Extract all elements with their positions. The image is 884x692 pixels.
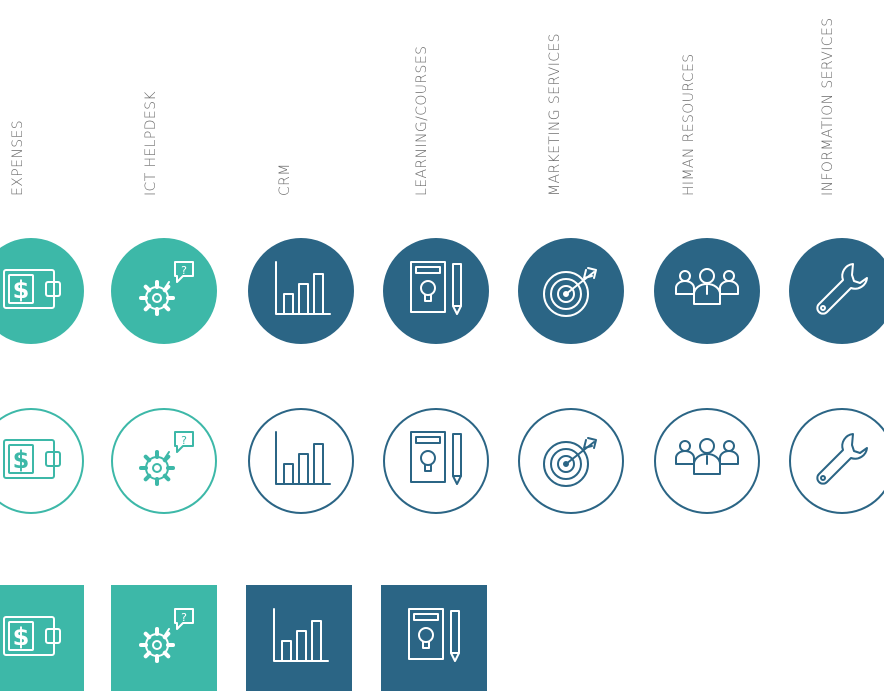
label-information-services: INFORMATION SERVICES bbox=[820, 0, 840, 200]
label-ict-helpdesk: ICT HELPDESK bbox=[143, 0, 163, 200]
outline-tile-target-arrow[interactable] bbox=[518, 408, 624, 514]
outline-tile-idea-notebook[interactable] bbox=[383, 408, 489, 514]
svg-text:$: $ bbox=[13, 276, 30, 304]
svg-text:$: $ bbox=[13, 623, 30, 651]
svg-text:?: ? bbox=[181, 264, 187, 277]
bar-chart-icon bbox=[266, 254, 336, 329]
wallet-dollar-icon: $ bbox=[0, 254, 66, 329]
outline-tile-bar-chart[interactable] bbox=[248, 408, 354, 514]
wallet-dollar-icon: $ bbox=[0, 601, 66, 676]
svg-text:$: $ bbox=[13, 446, 30, 474]
filled-tile-bar-chart[interactable] bbox=[248, 238, 354, 344]
filled-tile-wrench[interactable] bbox=[789, 238, 884, 344]
filled-tile-idea-notebook[interactable] bbox=[383, 238, 489, 344]
filled-tile-wallet-dollar[interactable]: $ bbox=[0, 238, 84, 344]
bar-chart-icon bbox=[266, 424, 336, 499]
square-tile-idea-notebook[interactable] bbox=[381, 585, 487, 691]
idea-notebook-icon bbox=[399, 601, 469, 676]
team-people-icon bbox=[672, 424, 742, 499]
target-arrow-icon bbox=[536, 254, 606, 329]
wrench-icon bbox=[807, 424, 877, 499]
label-expenses: EXPENSES bbox=[10, 0, 30, 200]
label-crm: CRM bbox=[277, 0, 297, 200]
square-tile-wallet-dollar[interactable]: $ bbox=[0, 585, 84, 691]
wrench-icon bbox=[807, 254, 877, 329]
gear-question-icon: ? bbox=[129, 254, 199, 329]
square-tile-gear-question[interactable]: ? bbox=[111, 585, 217, 691]
svg-text:?: ? bbox=[181, 434, 187, 447]
label-marketing-services: MARKETING SERVICES bbox=[547, 0, 567, 200]
category-label-text: INFORMATION SERVICES bbox=[820, 17, 836, 196]
idea-notebook-icon bbox=[401, 254, 471, 329]
category-label-text: EXPENSES bbox=[10, 119, 26, 196]
filled-tile-target-arrow[interactable] bbox=[518, 238, 624, 344]
svg-text:?: ? bbox=[181, 611, 187, 624]
bar-chart-icon bbox=[264, 601, 334, 676]
category-label-text: LEARNING/COURSES bbox=[414, 45, 430, 196]
target-arrow-icon bbox=[536, 424, 606, 499]
category-label-text: ICT HELPDESK bbox=[143, 90, 159, 196]
team-people-icon bbox=[672, 254, 742, 329]
idea-notebook-icon bbox=[401, 424, 471, 499]
gear-question-icon: ? bbox=[129, 424, 199, 499]
outline-tile-wrench[interactable] bbox=[789, 408, 884, 514]
label-himan-resources: HIMAN RESOURCES bbox=[681, 0, 701, 200]
filled-tile-team-people[interactable] bbox=[654, 238, 760, 344]
wallet-dollar-icon: $ bbox=[0, 424, 66, 499]
filled-tile-gear-question[interactable]: ? bbox=[111, 238, 217, 344]
outline-tile-wallet-dollar[interactable]: $ bbox=[0, 408, 84, 514]
category-label-text: MARKETING SERVICES bbox=[547, 33, 563, 196]
category-label-text: HIMAN RESOURCES bbox=[681, 53, 697, 197]
outline-tile-gear-question[interactable]: ? bbox=[111, 408, 217, 514]
label-learning-courses: LEARNING/COURSES bbox=[414, 0, 434, 200]
gear-question-icon: ? bbox=[129, 601, 199, 676]
square-tile-bar-chart[interactable] bbox=[246, 585, 352, 691]
outline-tile-team-people[interactable] bbox=[654, 408, 760, 514]
category-label-text: CRM bbox=[277, 163, 293, 196]
